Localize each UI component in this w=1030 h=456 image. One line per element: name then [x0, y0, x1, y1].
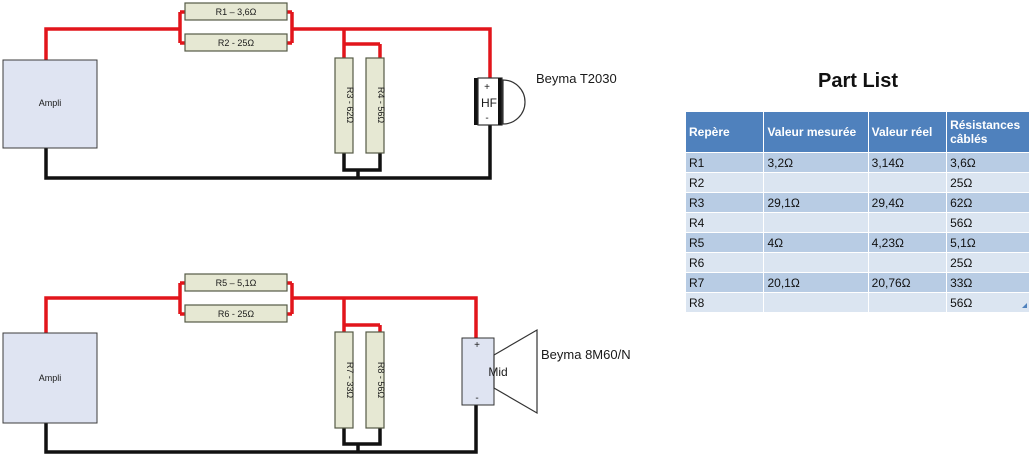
tweeter-dome — [502, 79, 526, 125]
resistor-r7-label: R7 - 33Ω — [345, 362, 355, 399]
table-cell: 29,1Ω — [763, 192, 869, 213]
table-row: R3 29,1Ω 29,4Ω 62Ω — [686, 192, 1030, 213]
table-cell: R6 — [686, 252, 765, 273]
resistor-r4-label: R4 - 56Ω — [376, 87, 386, 124]
hf-negative-wire — [44, 124, 492, 180]
table-cell: R5 — [686, 232, 765, 253]
resistor-r8-label: R8 - 56Ω — [376, 362, 386, 399]
part-list-table: Repère Valeur mesurée Valeur réel Résist… — [686, 112, 1030, 312]
tweeter-hf-label: HF — [481, 96, 497, 110]
tweeter-plus-label: + — [484, 82, 490, 93]
table-cell: 5,1Ω — [946, 232, 1030, 253]
column-header: Repère — [686, 112, 765, 153]
column-header: Valeur mesurée — [763, 112, 869, 153]
table-cell: 3,2Ω — [763, 152, 869, 173]
table-cell: 56Ω — [946, 212, 1030, 233]
table-header-row: Repère Valeur mesurée Valeur réel Résist… — [686, 112, 1030, 153]
resistor-r6-label: R6 - 25Ω — [218, 309, 255, 319]
table-row: R6 25Ω — [686, 252, 1030, 273]
table-row: R4 56Ω — [686, 212, 1030, 233]
table-resize-handle-icon[interactable] — [1022, 303, 1027, 308]
table-cell — [763, 292, 869, 312]
resistor-r5 — [184, 273, 288, 292]
woofer-cone — [493, 328, 538, 415]
part-list-title: Part List — [817, 70, 899, 92]
table-cell: 3,14Ω — [868, 152, 948, 173]
table-cell: 3,6Ω — [946, 152, 1030, 173]
woofer-minus-label: - — [475, 393, 478, 404]
table-cell: 4,23Ω — [868, 232, 948, 253]
table-cell: R1 — [686, 152, 765, 173]
amplifier-label: Ampli — [39, 98, 62, 108]
hf-positive-wire — [44, 10, 492, 78]
table-cell — [868, 292, 948, 312]
resistor-r4 — [365, 57, 385, 154]
column-header: Valeur réel — [868, 112, 948, 153]
table-cell — [763, 212, 869, 233]
table-row: R8 56Ω — [686, 292, 1030, 312]
resistor-r1 — [184, 2, 288, 21]
woofer-mid-label: Mid — [488, 365, 507, 379]
table-cell: 25Ω — [946, 172, 1030, 193]
table-row: R7 20,1Ω 20,76Ω 33Ω — [686, 272, 1030, 293]
table-cell: 4Ω — [763, 232, 869, 253]
woofer-model-label: Beyma 8M60/N — [541, 347, 631, 362]
tweeter-model-label: Beyma T2030 — [536, 71, 617, 86]
resistor-r1-label: R1 – 3,6Ω — [216, 7, 257, 17]
woofer-plus-label: + — [474, 340, 480, 351]
resistor-r7 — [334, 331, 354, 429]
mid-negative-wire — [44, 405, 478, 454]
column-header: Résistances câblés — [946, 112, 1030, 153]
amplifier-box — [2, 332, 98, 424]
resistor-r6 — [184, 304, 288, 323]
tweeter-left-bar — [474, 78, 478, 125]
table-cell: 20,76Ω — [868, 272, 948, 293]
table-cell: R2 — [686, 172, 765, 193]
table-cell: 25Ω — [946, 252, 1030, 273]
table-row: R2 25Ω — [686, 172, 1030, 193]
table-row: R1 3,2Ω 3,14Ω 3,6Ω — [686, 152, 1030, 173]
table-cell — [868, 252, 948, 273]
table-cell: R8 — [686, 292, 765, 312]
resistor-r3 — [334, 57, 354, 154]
table-cell: 20,1Ω — [763, 272, 869, 293]
amplifier-label: Ampli — [39, 373, 62, 383]
table-cell: 33Ω — [946, 272, 1030, 293]
table-cell — [763, 252, 869, 273]
table-cell: 56Ω — [946, 292, 1030, 312]
table-cell: R3 — [686, 192, 765, 213]
mid-positive-wire — [44, 281, 478, 338]
tweeter-minus-label: - — [485, 113, 488, 124]
hf-circuit: Ampli R1 – 3,6Ω R2 - 25Ω R3 - 62Ω R4 - 5… — [2, 2, 617, 180]
table-cell: R4 — [686, 212, 765, 233]
table-cell: R7 — [686, 272, 765, 293]
amplifier-box — [2, 59, 98, 149]
table-cell: 62Ω — [946, 192, 1030, 213]
table-cell: 29,4Ω — [868, 192, 948, 213]
table-cell — [868, 212, 948, 233]
resistor-r2 — [184, 33, 288, 52]
resistor-r8 — [365, 331, 385, 429]
table-cell — [868, 172, 948, 193]
table-row: R5 4Ω 4,23Ω 5,1Ω — [686, 232, 1030, 253]
resistor-r2-label: R2 - 25Ω — [218, 38, 255, 48]
table-cell — [763, 172, 869, 193]
resistor-r5-label: R5 – 5,1Ω — [216, 278, 257, 288]
mid-circuit: Ampli R5 – 5,1Ω R6 - 25Ω R7 - 33Ω R8 - 5… — [2, 273, 631, 454]
tweeter-right-bar — [498, 78, 502, 125]
resistor-r3-label: R3 - 62Ω — [345, 87, 355, 124]
